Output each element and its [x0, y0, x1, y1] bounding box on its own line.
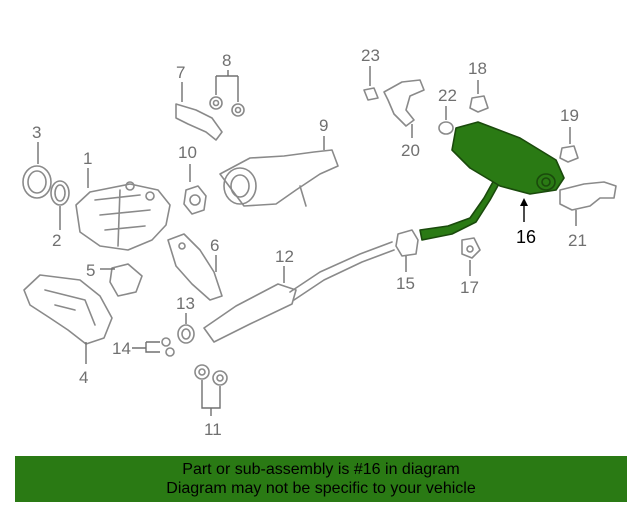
svg-text:21: 21 [568, 231, 587, 250]
svg-text:6: 6 [210, 236, 219, 255]
svg-text:20: 20 [401, 141, 420, 160]
part-21-tailpipe [559, 181, 617, 211]
part-12-center-pipe [203, 241, 395, 343]
callout-18: 18 [468, 59, 487, 94]
part-9-front-pipe [219, 149, 339, 207]
part-5-small-bracket [109, 263, 143, 297]
part-23-bracket [363, 87, 379, 101]
part-7-bracket [175, 103, 223, 141]
part-11-hangers [194, 364, 228, 386]
svg-text:2: 2 [52, 231, 61, 250]
callout-12: 12 [275, 247, 294, 283]
callout-22: 22 [438, 86, 457, 120]
svg-text:3: 3 [32, 123, 41, 142]
exhaust-parts-diagram: 1 2 3 4 5 6 [22, 46, 617, 439]
part-4-bracket [23, 274, 113, 345]
svg-text:17: 17 [460, 278, 479, 297]
part-20-pipe-tip [383, 79, 425, 127]
part-10-gasket [183, 185, 207, 215]
part-22-clamp [438, 121, 454, 135]
svg-text:7: 7 [176, 63, 185, 82]
svg-text:16: 16 [516, 227, 536, 247]
callout-19: 19 [560, 106, 579, 144]
svg-text:5: 5 [86, 261, 95, 280]
svg-text:15: 15 [396, 274, 415, 293]
callout-13: 13 [176, 294, 195, 324]
part-14-nuts [161, 337, 175, 357]
callout-9: 9 [319, 116, 328, 150]
svg-text:13: 13 [176, 294, 195, 313]
part-15-clamp [395, 229, 419, 257]
banner-line-2: Diagram may not be specific to your vehi… [166, 480, 476, 497]
svg-text:12: 12 [275, 247, 294, 266]
part-13-clamp [177, 324, 195, 344]
callout-14: 14 [112, 339, 160, 358]
svg-text:11: 11 [204, 420, 222, 439]
callout-5: 5 [86, 261, 115, 280]
callout-3: 3 [32, 123, 41, 164]
svg-text:23: 23 [361, 46, 380, 65]
callout-6: 6 [210, 236, 219, 272]
callout-4: 4 [79, 342, 88, 387]
svg-text:4: 4 [79, 368, 88, 387]
part-17-hanger [461, 237, 481, 259]
part-6-heat-shield [167, 233, 223, 301]
callout-16: 16 [516, 198, 536, 247]
callout-21: 21 [568, 210, 587, 250]
part-3-clamp [22, 165, 52, 199]
callout-1: 1 [83, 149, 92, 188]
part-2-gasket [50, 180, 70, 206]
callout-23: 23 [361, 46, 380, 86]
part-18-bracket [469, 95, 489, 113]
callout-11: 11 [201, 380, 222, 439]
banner-line-1: Part or sub-assembly is #16 in diagram [182, 461, 460, 478]
part-19-hanger [559, 145, 579, 163]
part-8-nuts [209, 96, 245, 117]
part-16-muffler-highlighted [419, 121, 565, 241]
callout-10: 10 [178, 143, 197, 182]
callout-7: 7 [176, 63, 185, 102]
svg-text:19: 19 [560, 106, 579, 125]
svg-text:14: 14 [112, 339, 131, 358]
svg-text:8: 8 [222, 51, 231, 70]
callout-15: 15 [396, 256, 415, 293]
callout-8: 8 [215, 51, 239, 102]
info-banner: Part or sub-assembly is #16 in diagram D… [15, 456, 627, 502]
callout-2: 2 [52, 206, 61, 250]
svg-text:10: 10 [178, 143, 197, 162]
callout-17: 17 [460, 260, 479, 297]
svg-text:1: 1 [83, 149, 92, 168]
part-1-catalytic-converter [75, 181, 171, 251]
svg-text:18: 18 [468, 59, 487, 78]
svg-text:22: 22 [438, 86, 457, 105]
svg-text:9: 9 [319, 116, 328, 135]
callout-20: 20 [401, 124, 420, 160]
